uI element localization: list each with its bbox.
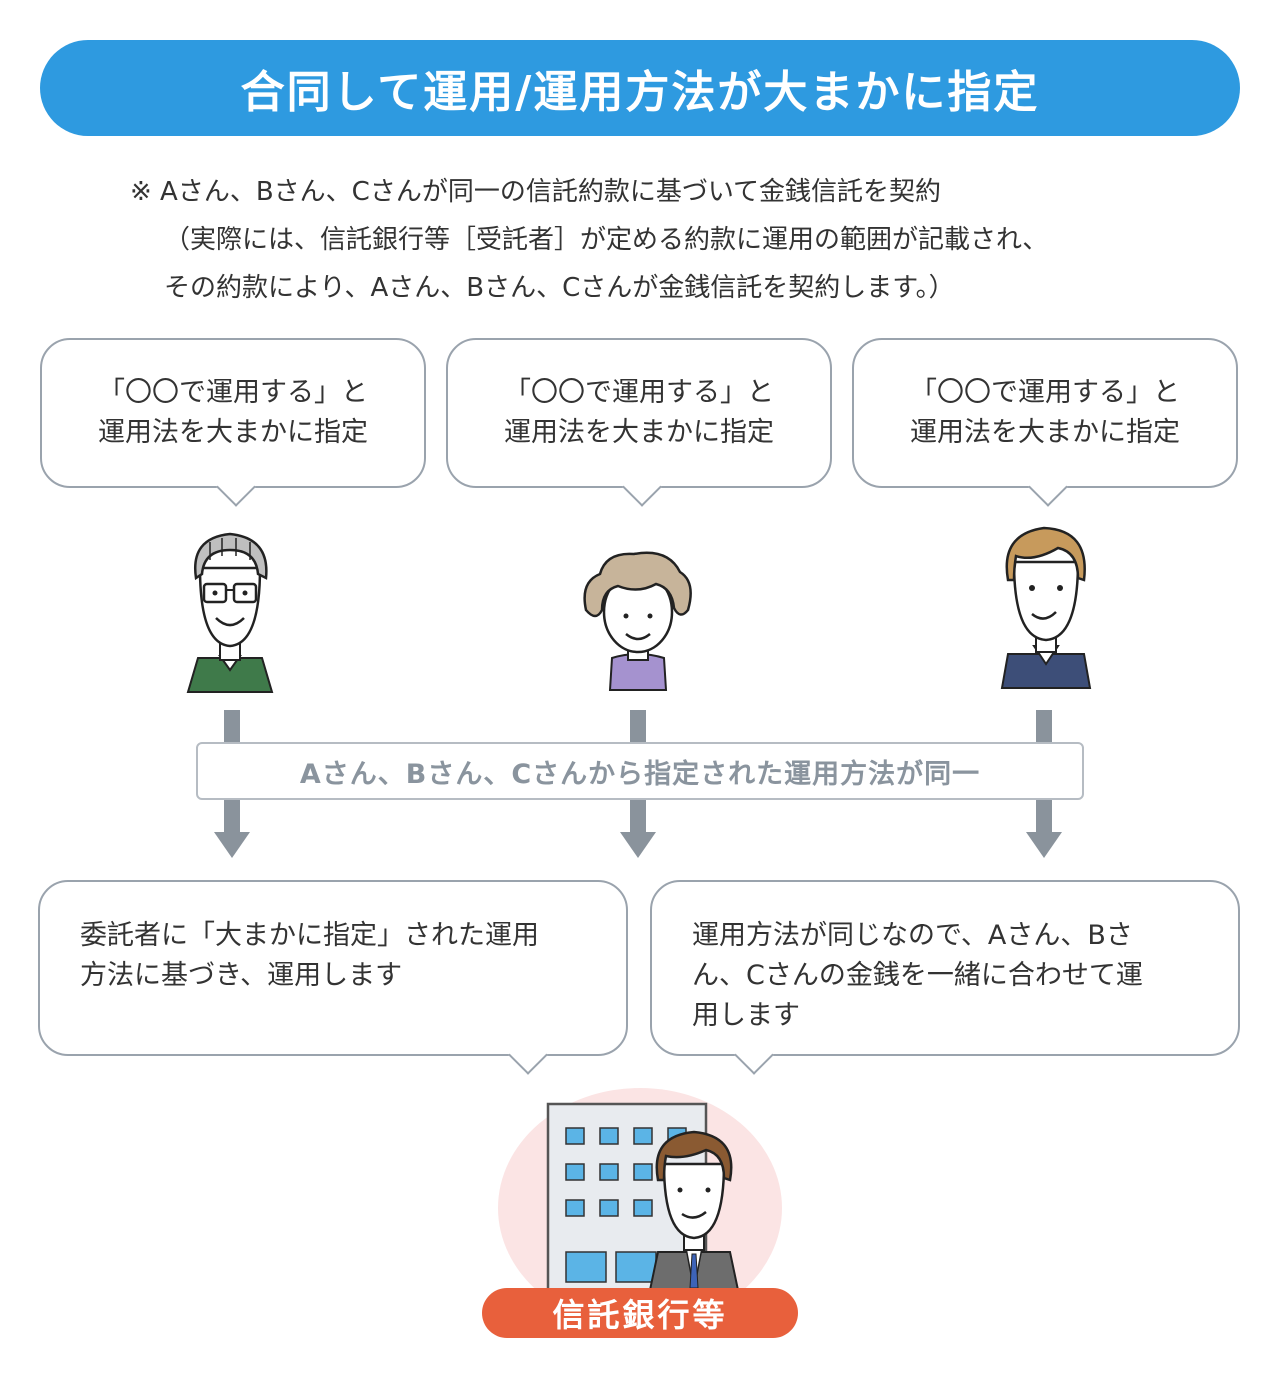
arrow-b-lower bbox=[630, 800, 646, 832]
speech-bubble-bank-right: 運用方法が同じなので、Aさん、Bさ ん、Cさんの金銭を一緒に合わせて運 用します bbox=[650, 880, 1240, 1056]
bubble-b-line-2: 運用法を大まかに指定 bbox=[504, 417, 774, 448]
common-method-box: Aさん、Bさん、Cさんから指定された運用方法が同一 bbox=[196, 742, 1084, 800]
person-a-icon bbox=[186, 532, 274, 693]
arrow-b-head bbox=[620, 832, 656, 858]
speech-bubble-a: 「〇〇で運用する」と 運用法を大まかに指定 bbox=[40, 338, 426, 488]
bank-right-line-2: ん、Cさんの金銭を一緒に合わせて運 bbox=[692, 960, 1143, 991]
page-title: 合同して運用/運用方法が大まかに指定 bbox=[240, 67, 1040, 118]
note-line-1: ※ Aさん、Bさん、Cさんが同一の信託約款に基づいて金銭信託を契約 bbox=[130, 177, 942, 207]
note-line-3: その約款により、Aさん、Bさん、Cさんが金銭信託を契約します。） bbox=[164, 273, 955, 303]
bank-label: 信託銀行等 bbox=[482, 1288, 798, 1338]
bank-label-text: 信託銀行等 bbox=[552, 1296, 728, 1334]
arrow-a-upper bbox=[224, 710, 240, 742]
bank-right-line-3: 用します bbox=[692, 1000, 800, 1031]
bubble-c-line-1: 「〇〇で運用する」と bbox=[910, 377, 1180, 408]
bank-building-icon bbox=[546, 1102, 740, 1292]
arrow-c-upper bbox=[1036, 710, 1052, 742]
bank-left-line-2: 方法に基づき、運用します bbox=[80, 960, 403, 991]
arrow-c-lower bbox=[1036, 800, 1052, 832]
bubble-a-line-1: 「〇〇で運用する」と bbox=[98, 377, 368, 408]
bank-right-line-1: 運用方法が同じなので、Aさん、Bさ bbox=[692, 920, 1133, 951]
speech-bubble-b: 「〇〇で運用する」と 運用法を大まかに指定 bbox=[446, 338, 832, 488]
arrow-a-head bbox=[214, 832, 250, 858]
bubble-a-line-2: 運用法を大まかに指定 bbox=[98, 417, 368, 448]
bubble-b-line-1: 「〇〇で運用する」と bbox=[504, 377, 774, 408]
note: ※ Aさん、Bさん、Cさんが同一の信託約款に基づいて金銭信託を契約 （実際には、… bbox=[130, 168, 1210, 312]
arrow-b-upper bbox=[630, 710, 646, 742]
arrow-a-lower bbox=[224, 800, 240, 832]
speech-bubble-bank-left: 委託者に「大まかに指定」された運用 方法に基づき、運用します bbox=[38, 880, 628, 1056]
bubble-c-line-2: 運用法を大まかに指定 bbox=[910, 417, 1180, 448]
note-line-2: （実際には、信託銀行等［受託者］が定める約款に運用の範囲が記載され、 bbox=[164, 225, 1049, 255]
person-c-icon bbox=[1000, 526, 1092, 689]
title-banner: 合同して運用/運用方法が大まかに指定 bbox=[40, 40, 1240, 136]
bank-left-line-1: 委託者に「大まかに指定」された運用 bbox=[80, 920, 539, 951]
speech-bubble-c: 「〇〇で運用する」と 運用法を大まかに指定 bbox=[852, 338, 1238, 488]
person-b-icon bbox=[583, 551, 692, 691]
arrow-c-head bbox=[1026, 832, 1062, 858]
common-method-label: Aさん、Bさん、Cさんから指定された運用方法が同一 bbox=[299, 758, 981, 790]
